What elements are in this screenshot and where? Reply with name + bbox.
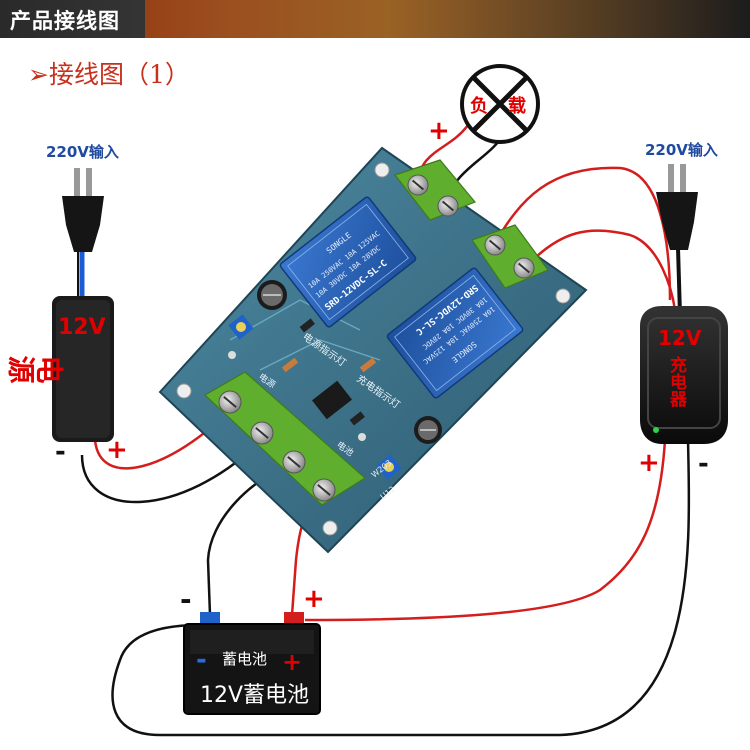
wire-charger-in-1 [493, 166, 672, 301]
psu-negative-sign: - [55, 437, 66, 467]
left-ac-plug [62, 168, 104, 252]
psu-positive-sign: + [106, 435, 128, 465]
charger-positive-sign: + [638, 448, 660, 478]
capacitor-2 [414, 416, 442, 444]
left-plug-cord [77, 250, 85, 300]
battery-negative-sign: - [180, 583, 192, 616]
potentiometer-2 [376, 454, 402, 480]
battery-plus-mark: + [282, 648, 302, 676]
wire-charger-positive [304, 439, 667, 622]
psu-label-line2: 电源 [8, 352, 64, 385]
potentiometer-1 [228, 314, 254, 340]
load-symbol [460, 64, 540, 144]
page-title: 产品接线图 [10, 9, 120, 33]
charger-label-line2: 充电器 [666, 355, 688, 408]
relay-2: SONGLE 10A 250VAC 10A 125VAC 10A 30VDC 1… [386, 267, 524, 399]
header-gradient [145, 0, 750, 38]
right-ac-plug [656, 164, 698, 250]
wire-charger-in-2 [524, 229, 677, 311]
capacitor-1 [257, 280, 287, 310]
battery-label-top: 蓄电池 [222, 650, 268, 668]
battery-label-bottom: 12V蓄电池 [200, 683, 310, 708]
battery-12v: - + [183, 612, 321, 715]
terminal-block-load [394, 159, 476, 221]
battery-minus-mark: - [196, 645, 207, 675]
load-char-right: 载 [508, 95, 526, 117]
load-char-left: 负 [470, 95, 488, 117]
charger-negative-sign: - [698, 449, 709, 479]
terminal-block-power-battery [203, 371, 366, 506]
relay-1: SONGLE 10A 250VAC 10A 125VAC 10A 30VDC 1… [279, 196, 417, 328]
load-positive-sign: + [428, 116, 450, 146]
header-bar: 产品接线图 [0, 0, 750, 38]
left-input-label: 220V输入 [46, 143, 119, 161]
power-supply-12v [52, 296, 114, 442]
wire-psu-negative [80, 439, 263, 504]
terminal-block-charger [471, 224, 549, 289]
charger-label-12v: 12V [658, 326, 702, 350]
charger-12v [640, 306, 728, 444]
right-input-label: 220V输入 [645, 141, 718, 159]
diagram-subtitle: ➢接线图（1） [28, 60, 190, 89]
battery-positive-sign: + [303, 584, 325, 614]
right-plug-cord [676, 247, 682, 316]
psu-label-12v: 12V [58, 315, 106, 340]
wire-charger-negative [111, 439, 691, 737]
